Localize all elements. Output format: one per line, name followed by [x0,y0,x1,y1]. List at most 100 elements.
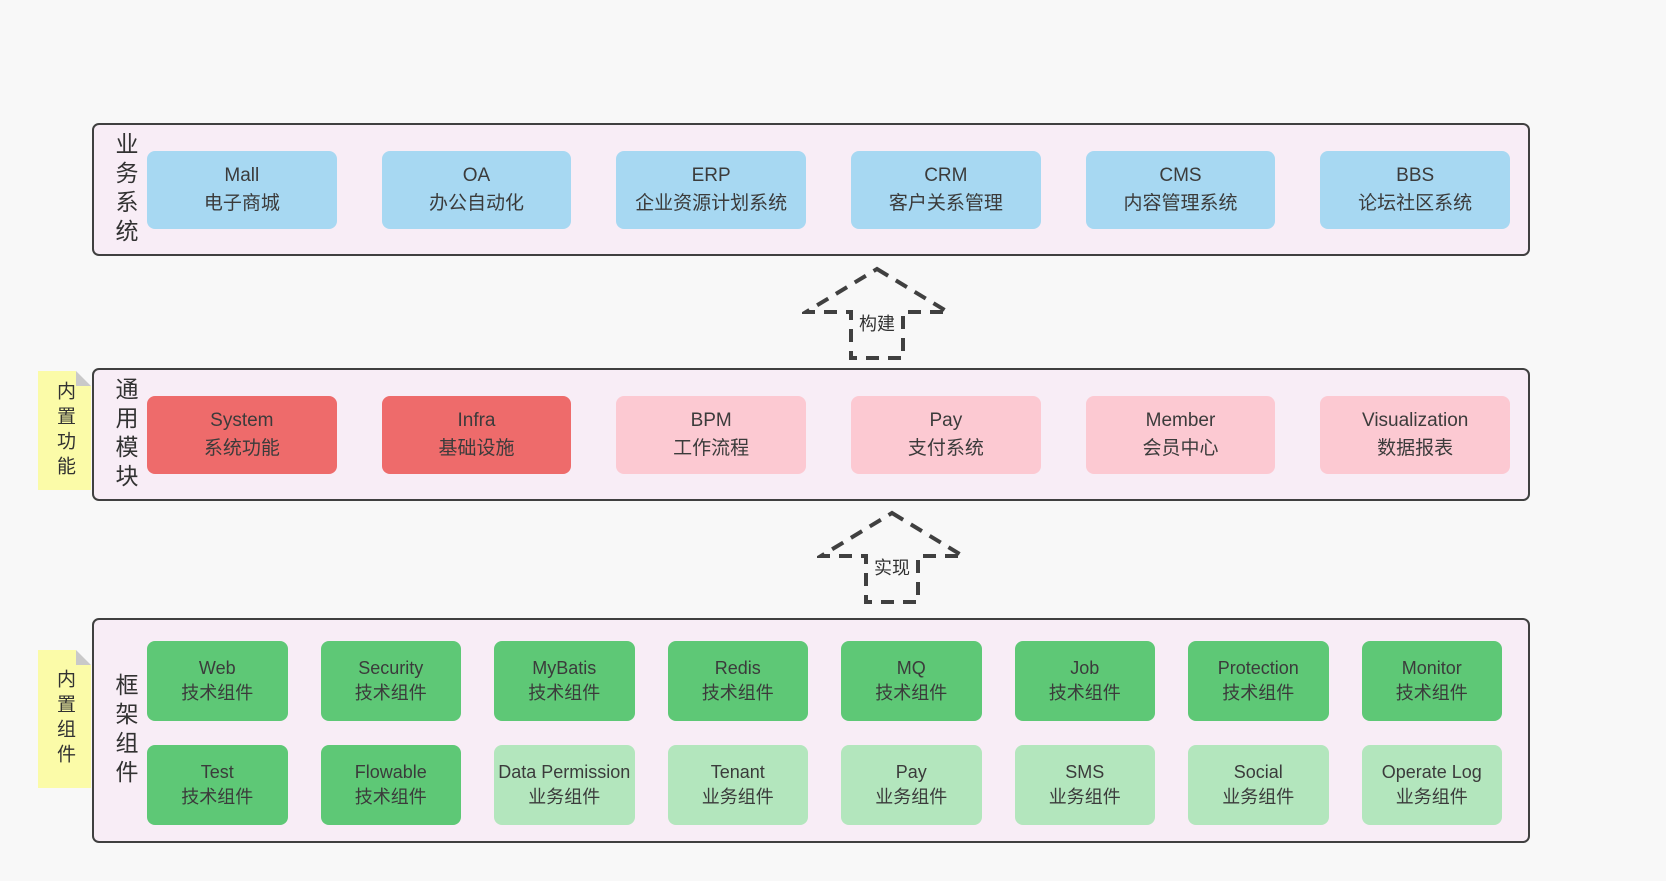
box-title: BBS [1396,164,1435,186]
common-modules-row: System 系统功能 Infra 基础设施 BPM 工作流程 Pay 支付系统… [147,395,1510,474]
box-title: Test [200,761,234,782]
box-title: Monitor [1401,657,1462,678]
box-redis: Redis 技术组件 [667,641,808,721]
box-subtitle: 客户关系管理 [888,192,1003,214]
box-web: Web 技术组件 [147,641,288,721]
box-data-permission: Data Permission 业务组件 [494,745,635,825]
box-title: SMS [1065,761,1105,782]
box-oa: OA 办公自动化 [381,150,572,229]
sticky-note-text: 内置功能 [54,380,75,481]
box-subtitle: 技术组件 [181,787,254,807]
box-subtitle: 技术组件 [181,683,254,703]
box-subtitle: 技术组件 [354,683,427,703]
box-title: CMS [1159,164,1202,186]
box-title: Flowable [354,761,427,782]
box-title: BPM [690,409,732,431]
box-crm: CRM 客户关系管理 [851,150,1041,229]
box-subtitle: 业务组件 [1222,787,1295,807]
sticky-note-text: 内置组件 [54,669,75,769]
box-subtitle: 会员中心 [1142,437,1219,459]
box-pay-component: Pay 业务组件 [841,745,982,825]
box-mall: Mall 电子商城 [147,150,337,229]
box-monitor: Monitor 技术组件 [1361,641,1502,721]
box-subtitle: 技术组件 [354,787,427,807]
band-framework-components: 框架组件 Web 技术组件 Security 技术组件 MyBatis 技术组件… [92,618,1530,843]
box-title: Web [198,657,236,678]
box-subtitle: 技术组件 [701,683,774,703]
box-visualization: Visualization 数据报表 [1320,395,1510,474]
band-common-modules: 通用模块 System 系统功能 Infra 基础设施 BPM 工作流程 Pay… [92,368,1530,501]
box-mybatis: MyBatis 技术组件 [494,641,635,721]
box-title: CRM [924,164,968,186]
box-bpm: BPM 工作流程 [616,395,806,474]
box-subtitle: 系统功能 [203,437,280,459]
box-title: Job [1070,657,1100,678]
box-subtitle: 业务组件 [701,787,774,807]
arrow-build: 构建 [802,266,952,361]
box-title: ERP [691,164,731,186]
box-subtitle: 数据报表 [1377,437,1454,459]
box-subtitle: 技术组件 [528,683,601,703]
box-job: Job 技术组件 [1014,641,1155,721]
box-title: Mall [224,164,260,186]
box-subtitle: 技术组件 [875,683,948,703]
box-title: Data Permission [498,761,631,782]
sticky-note-built-in-components: 内置组件 [38,650,91,788]
up-arrow-icon [802,266,952,360]
box-title: Protection [1217,657,1299,678]
box-subtitle: 电子商城 [203,192,280,214]
box-tenant: Tenant 业务组件 [667,745,808,825]
up-arrow-icon [817,510,967,604]
box-title: Infra [457,409,496,431]
box-subtitle: 业务组件 [1395,787,1468,807]
box-title: Member [1145,409,1216,431]
box-subtitle: 业务组件 [875,787,948,807]
band-label-framework-components: 框架组件 [112,672,138,789]
box-cms: CMS 内容管理系统 [1085,150,1276,229]
band-business-systems: 业务系统 Mall 电子商城 OA 办公自动化 ERP 企业资源计划系统 CRM… [92,123,1530,256]
box-title: Redis [714,657,761,678]
box-title: Pay [895,761,927,782]
box-subtitle: 支付系统 [907,437,984,459]
box-operate-log: Operate Log 业务组件 [1361,745,1502,825]
arrow-implement-label: 实现 [870,552,914,582]
box-title: Security [358,657,424,678]
box-system: System 系统功能 [147,395,337,474]
sticky-note-built-in-features: 内置功能 [38,371,91,490]
framework-components-row-1: Web 技术组件 Security 技术组件 MyBatis 技术组件 Redi… [147,641,1502,721]
box-social: Social 业务组件 [1188,745,1329,825]
box-subtitle: 基础设施 [438,437,515,459]
business-systems-row: Mall 电子商城 OA 办公自动化 ERP 企业资源计划系统 CRM 客户关系… [147,150,1510,229]
arrow-implement: 实现 [817,510,967,605]
box-member: Member 会员中心 [1085,395,1276,474]
box-title: System [210,409,274,431]
box-subtitle: 企业资源计划系统 [635,192,788,214]
box-title: Operate Log [1381,761,1482,782]
band-label-common-modules: 通用模块 [112,376,138,493]
box-bbs: BBS 论坛社区系统 [1320,150,1510,229]
box-protection: Protection 技术组件 [1188,641,1329,721]
box-subtitle: 技术组件 [1395,683,1468,703]
box-subtitle: 办公自动化 [428,192,524,214]
box-title: MQ [896,657,926,678]
box-subtitle: 业务组件 [528,787,601,807]
box-title: Tenant [710,761,765,782]
box-title: Social [1233,761,1283,782]
box-subtitle: 论坛社区系统 [1358,192,1473,214]
box-subtitle: 技术组件 [1048,683,1121,703]
box-title: Visualization [1362,409,1469,431]
arrow-build-label: 构建 [855,308,899,338]
box-title: Pay [929,409,963,431]
box-title: OA [462,164,491,186]
box-test: Test 技术组件 [147,745,288,825]
box-subtitle: 工作流程 [673,437,750,459]
box-flowable: Flowable 技术组件 [320,745,461,825]
framework-components-row-2: Test 技术组件 Flowable 技术组件 Data Permission … [147,745,1502,825]
box-infra: Infra 基础设施 [381,395,572,474]
box-subtitle: 技术组件 [1222,683,1295,703]
box-pay-module: Pay 支付系统 [851,395,1041,474]
band-label-business-systems: 业务系统 [112,131,138,248]
box-security: Security 技术组件 [320,641,461,721]
box-subtitle: 业务组件 [1048,787,1121,807]
